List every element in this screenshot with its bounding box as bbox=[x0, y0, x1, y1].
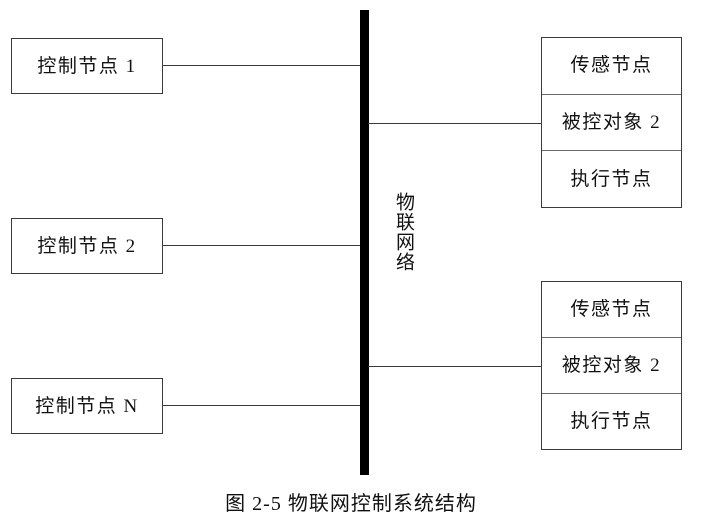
controlled-group-top: 传感节点 被控对象 2 执行节点 bbox=[541, 37, 682, 208]
bottom-group-controlled-object-cell: 被控对象 2 bbox=[542, 338, 681, 394]
bottom-group-actuator-node-cell: 执行节点 bbox=[542, 394, 681, 449]
connector-top-group bbox=[368, 123, 543, 124]
bottom-group-sensor-node-cell: 传感节点 bbox=[542, 282, 681, 338]
iot-network-bus-label: 物联网络 bbox=[393, 192, 414, 272]
control-node-2-label: 控制节点 2 bbox=[37, 235, 137, 257]
top-group-sensor-node-cell: 传感节点 bbox=[542, 38, 681, 95]
top-group-controlled-object-cell: 被控对象 2 bbox=[542, 95, 681, 152]
control-node-1-label: 控制节点 1 bbox=[37, 55, 137, 77]
connector-control-node-1 bbox=[163, 65, 362, 66]
connector-control-node-2 bbox=[163, 245, 362, 246]
control-node-1-box: 控制节点 1 bbox=[11, 38, 163, 94]
top-group-actuator-node-label: 执行节点 bbox=[570, 168, 653, 190]
bottom-group-sensor-node-label: 传感节点 bbox=[570, 299, 653, 320]
connector-bottom-group bbox=[368, 366, 543, 367]
controlled-group-bottom: 传感节点 被控对象 2 执行节点 bbox=[541, 281, 682, 450]
top-group-controlled-object-label: 被控对象 2 bbox=[561, 112, 662, 133]
bottom-group-actuator-node-label: 执行节点 bbox=[570, 411, 653, 432]
top-group-sensor-node-label: 传感节点 bbox=[570, 55, 653, 77]
control-node-n-label: 控制节点 N bbox=[35, 395, 139, 417]
figure-caption: 图 2-5 物联网控制系统结构 bbox=[225, 493, 477, 515]
control-node-2-box: 控制节点 2 bbox=[11, 218, 163, 274]
top-group-actuator-node-cell: 执行节点 bbox=[542, 151, 681, 207]
connector-control-node-n bbox=[163, 405, 362, 406]
control-node-n-box: 控制节点 N bbox=[11, 378, 163, 434]
iot-network-bus bbox=[360, 10, 369, 475]
bottom-group-controlled-object-label: 被控对象 2 bbox=[561, 355, 662, 376]
